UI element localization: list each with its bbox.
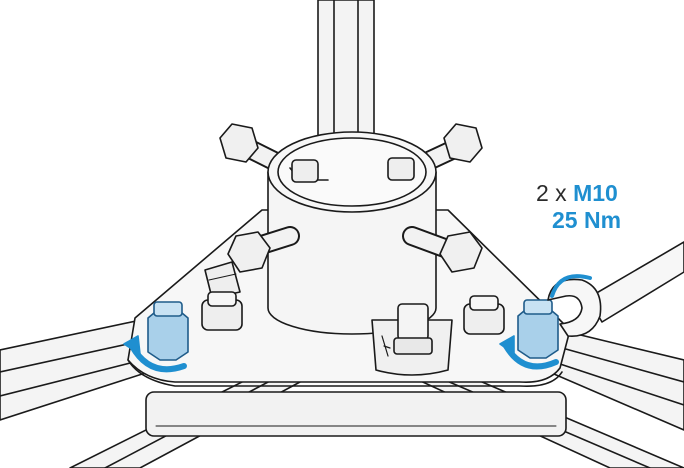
nut-left-inner (201, 291, 243, 331)
side-bolts (227, 226, 483, 273)
ground-clamp (371, 303, 453, 376)
spec-quantity-size: 2 x M10 (536, 180, 618, 206)
bolt-lower-right (402, 226, 483, 273)
torque-nut-left (123, 301, 189, 373)
plate-nuts (201, 291, 505, 335)
wrench-icon (547, 241, 684, 337)
torque-value: 25 Nm (552, 207, 622, 233)
bolt-size: M10 (573, 180, 618, 206)
bolt-quantity: 2 x (536, 180, 567, 206)
base-legs (0, 317, 684, 468)
central-cylinder (267, 131, 437, 335)
torque-nut-right (499, 299, 559, 370)
nut-right-inner (463, 295, 505, 335)
bolt-lower-left (227, 226, 300, 273)
